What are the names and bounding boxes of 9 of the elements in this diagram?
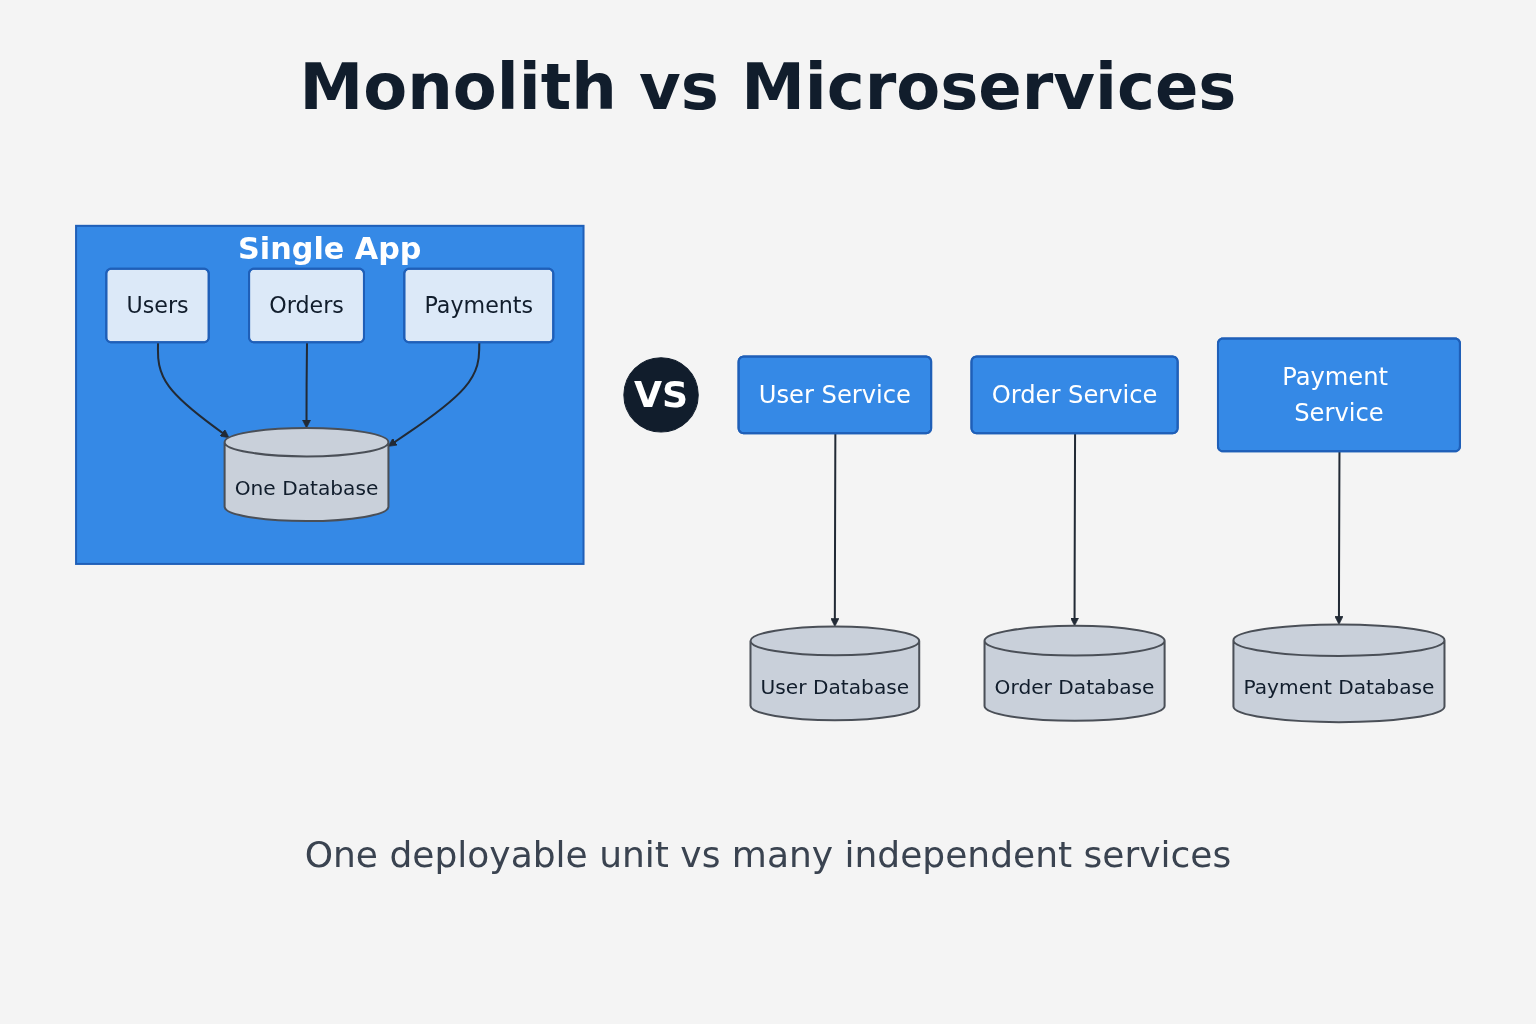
arrow xyxy=(830,433,840,627)
arrow xyxy=(1334,451,1344,625)
title: Monolith vs Microservices xyxy=(299,50,1237,124)
caption: One deployable unit vs many independent services xyxy=(304,834,1232,875)
arrow xyxy=(156,342,230,439)
node-circle: VS xyxy=(623,357,699,433)
arrow xyxy=(1070,433,1079,627)
arrow xyxy=(388,342,481,447)
arrow xyxy=(302,342,311,429)
